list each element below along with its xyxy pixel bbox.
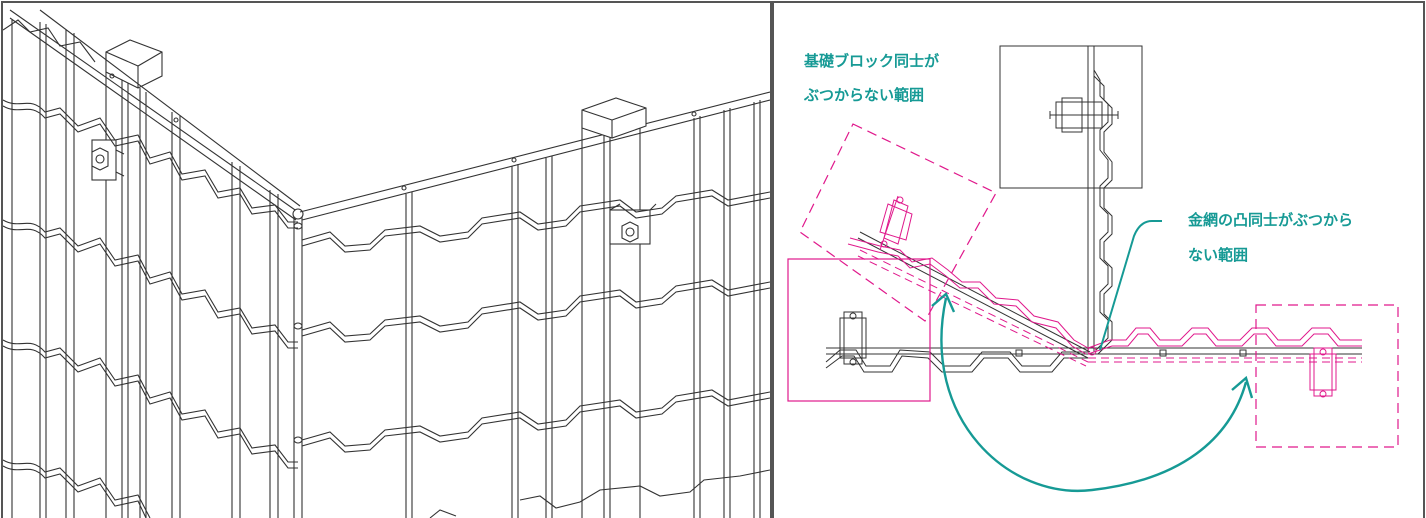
- left-panel-border: [1, 1, 772, 518]
- rotation-arrowhead-start: [931, 292, 956, 313]
- right-top-rail: [299, 91, 770, 221]
- fence-3d-view: [3, 9, 770, 518]
- label-block-line1: 基礎ブロック同士が: [804, 52, 940, 70]
- left-top-rail: [9, 9, 301, 221]
- label-mesh-line1: 金網の凸同士がぶつから: [1188, 211, 1354, 229]
- rotation-arrow: [940, 297, 1248, 493]
- vertical-fence-box: [999, 45, 1143, 189]
- diagonal-fence-magenta: [847, 195, 1089, 367]
- right-wall-wires: [405, 100, 761, 518]
- corner-post: [292, 208, 304, 518]
- right-panel-border: [772, 1, 1425, 518]
- right-wall-zigzag-wires: [301, 189, 770, 518]
- mesh-leader-line: [1099, 220, 1162, 351]
- rotation-arrowhead-end: [1231, 375, 1254, 399]
- right-bolt-clamp: [609, 203, 657, 245]
- base-block-rotated: [799, 123, 997, 322]
- left-wall-zigzag-wires: [3, 19, 298, 518]
- diagonal-fence: [857, 231, 1091, 359]
- base-block-fixed: [787, 258, 931, 402]
- left-wall-wires: [11, 20, 279, 518]
- left-plan-bolt: [839, 311, 867, 366]
- left-bolt-clamp: [91, 139, 125, 181]
- base-block-swing-end: [1255, 304, 1399, 448]
- plan-view: [787, 45, 1399, 493]
- left-post: [105, 39, 163, 518]
- horizontal-fence-magenta: [1087, 327, 1362, 363]
- right-plan-bolt: [1309, 347, 1337, 398]
- label-mesh-line2: ない範囲: [1188, 246, 1249, 264]
- label-block-line2: ぶつからない範囲: [804, 86, 925, 104]
- vertical-fence: [1049, 46, 1119, 355]
- right-post: [581, 97, 647, 518]
- rail-studs: [109, 73, 697, 191]
